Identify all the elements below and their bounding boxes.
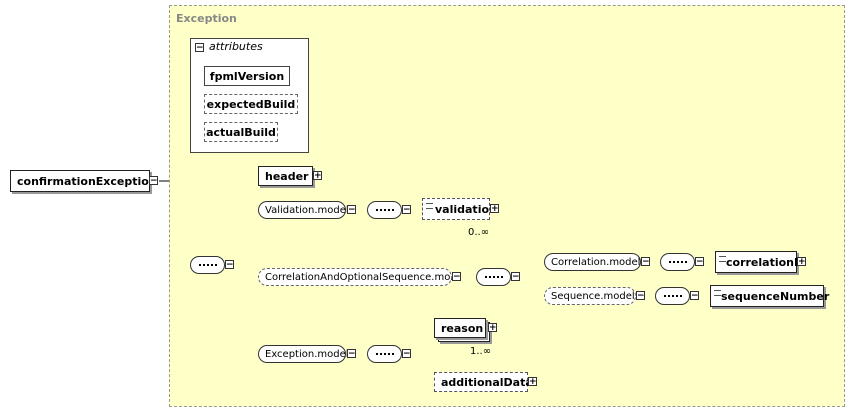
type-title: Exception [176, 12, 237, 25]
minus-icon[interactable]: − [347, 349, 356, 359]
minus-icon[interactable]: − [402, 205, 411, 215]
attributes-header: attributes [209, 40, 263, 53]
minus-icon[interactable]: − [149, 176, 158, 186]
minus-icon[interactable]: − [225, 260, 234, 270]
minus-icon[interactable]: − [511, 272, 520, 282]
group-exception-model[interactable]: Exception.model [258, 345, 349, 363]
occurrence-label: 0..∞ [468, 227, 490, 238]
root-element[interactable]: confirmationException [10, 170, 157, 192]
plus-icon[interactable]: + [313, 171, 322, 181]
minus-icon[interactable]: − [695, 257, 704, 267]
group-correlation-and-optional-sequence-model[interactable]: CorrelationAndOptionalSequence.mo... [258, 268, 460, 286]
element-header[interactable]: header [258, 166, 313, 186]
plus-icon[interactable]: + [797, 257, 806, 267]
sequence-compositor[interactable] [476, 268, 511, 286]
plus-icon[interactable]: + [490, 204, 499, 214]
element-reason[interactable]: reason [434, 318, 486, 338]
attribute-expectedbuild[interactable]: expectedBuild [204, 94, 298, 114]
documentation-icon [426, 203, 433, 209]
minus-icon[interactable]: − [690, 291, 699, 301]
sequence-compositor[interactable] [367, 201, 402, 219]
group-validation-model[interactable]: Validation.model [258, 201, 349, 219]
group-correlation-model[interactable]: Correlation.model [544, 253, 641, 271]
element-additionaldata[interactable]: additionalData [434, 372, 533, 392]
sequence-compositor[interactable] [655, 287, 690, 305]
sequence-dots [199, 264, 217, 266]
plus-icon[interactable]: + [488, 323, 497, 333]
minus-icon[interactable]: − [636, 291, 645, 301]
documentation-icon [719, 256, 726, 262]
minus-icon[interactable]: − [452, 272, 461, 282]
minus-icon[interactable]: − [402, 349, 411, 359]
element-sequencenumber[interactable]: sequenceNumber [710, 285, 829, 307]
minus-icon[interactable]: − [347, 205, 356, 215]
documentation-icon [714, 290, 721, 296]
minus-icon[interactable]: − [195, 43, 204, 53]
sequence-compositor[interactable] [190, 256, 225, 274]
sequence-compositor[interactable] [660, 253, 695, 271]
element-validation[interactable]: validation [422, 198, 497, 220]
attribute-actualbuild[interactable]: actualBuild [204, 122, 278, 142]
element-correlationid[interactable]: correlationId [715, 251, 806, 273]
sequence-compositor[interactable] [367, 345, 402, 363]
minus-icon[interactable]: − [641, 257, 650, 267]
attribute-fpmlversion[interactable]: fpmlVersion [204, 66, 290, 86]
plus-icon[interactable]: + [528, 377, 537, 387]
occurrence-label: 1..∞ [470, 346, 492, 357]
group-sequence-model[interactable]: Sequence.model [544, 287, 636, 305]
root-element-label: confirmationException [17, 174, 157, 188]
